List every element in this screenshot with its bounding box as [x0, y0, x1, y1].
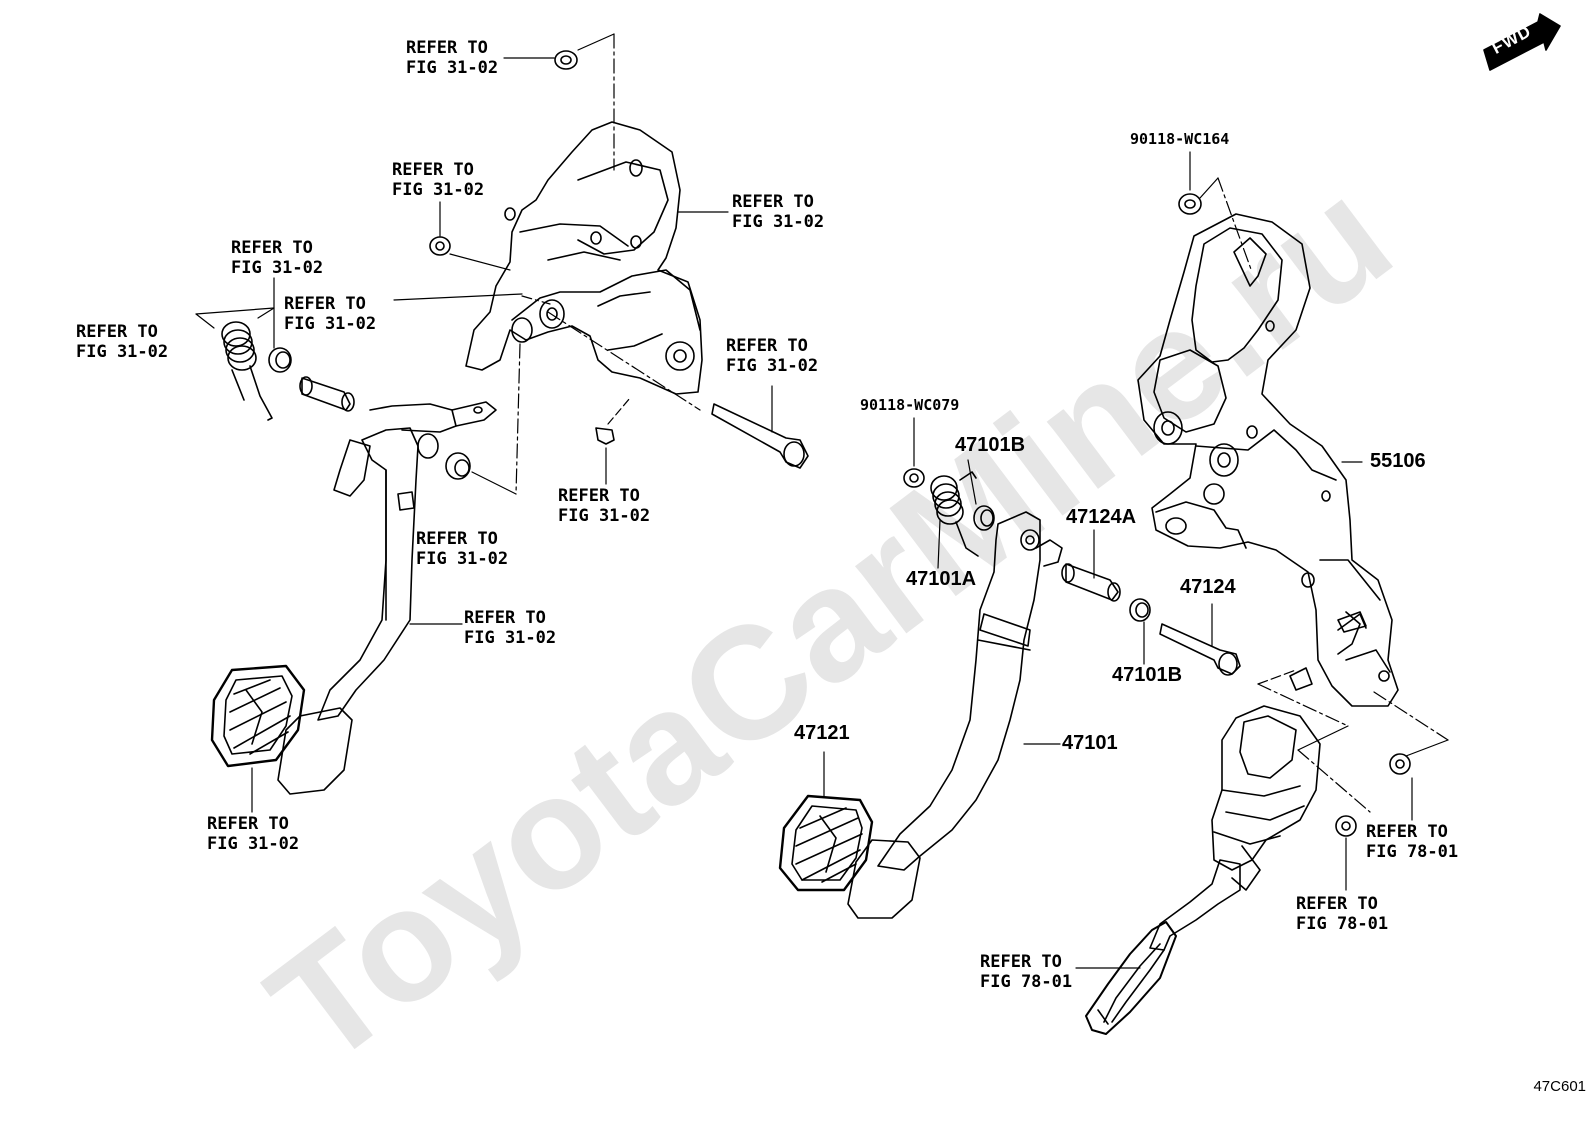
part-number-47101b-lower: 47101B	[1112, 664, 1183, 686]
right-pedal-pad	[780, 796, 872, 890]
right-small-parts	[904, 194, 1410, 836]
part-number-90118-wc164: 90118-WC164	[1130, 130, 1230, 148]
pedal-assembly-diagram	[0, 0, 1592, 1099]
left-leader-lines	[196, 34, 772, 812]
part-number-47101b-upper: 47101B	[955, 434, 1026, 456]
part-number-55106: 55106	[1370, 450, 1426, 472]
left-small-parts	[222, 51, 808, 479]
left-pedal-arm	[278, 402, 496, 794]
left-bracket	[466, 122, 702, 394]
accelerator-pedal	[1086, 706, 1320, 1034]
part-number-90118-wc079: 90118-WC079	[860, 396, 960, 414]
right-leader-lines	[824, 152, 1448, 968]
part-number-47124a: 47124A	[1066, 506, 1137, 528]
part-number-47101a: 47101A	[906, 568, 977, 590]
left-pedal-pad	[212, 666, 304, 766]
part-number-47121: 47121	[794, 722, 850, 744]
fwd-arrow-icon	[1484, 14, 1560, 70]
drawing-code: 47C601	[1533, 1078, 1586, 1095]
part-number-47124: 47124	[1180, 576, 1236, 598]
part-number-47101: 47101	[1062, 732, 1118, 754]
right-bracket	[1138, 214, 1398, 706]
